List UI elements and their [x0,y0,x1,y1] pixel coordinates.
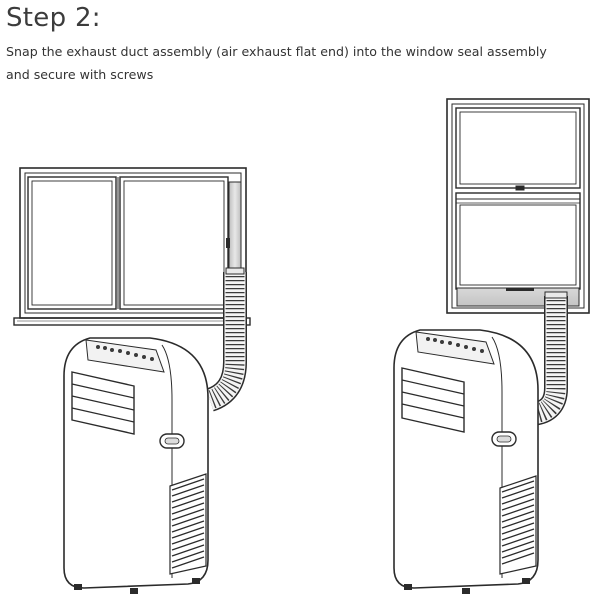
sliding-window [13,167,251,326]
step-instructions: Snap the exhaust duct assembly (air exha… [6,40,596,86]
exhaust-duct-left [205,267,247,412]
portable-ac-unit-left [63,337,209,594]
control-panel-buttons-right [426,337,484,353]
instruction-line-1: Snap the exhaust duct assembly (air exha… [6,44,547,59]
portable-ac-unit-right [393,329,539,594]
instruction-line-2: and secure with screws [6,67,154,82]
hung-window [446,98,590,314]
step-title: Step 2: [6,3,101,33]
control-panel-buttons-left [96,345,154,361]
